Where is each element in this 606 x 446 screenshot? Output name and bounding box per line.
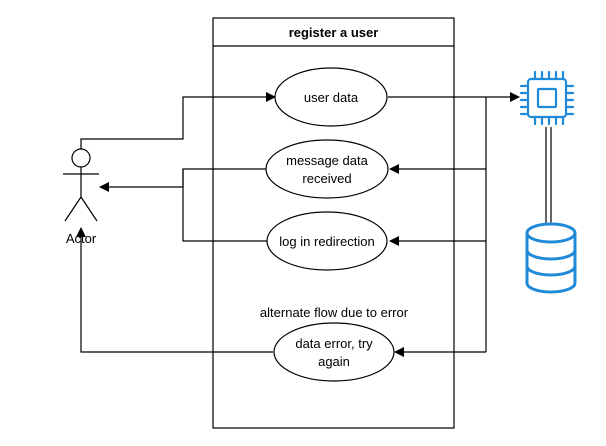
- use-case-message-label-line1: message data: [286, 153, 368, 168]
- system-title: register a user: [289, 25, 379, 40]
- use-case-message-label-line2: received: [302, 171, 351, 186]
- actor-left-leg: [64, 196, 82, 222]
- edge-login-to-actor: [182, 169, 268, 242]
- use-case-error-label-line2: again: [318, 354, 350, 369]
- use-case-login-redirection[interactable]: log in redirection: [266, 211, 388, 271]
- microchip-icon[interactable]: [519, 70, 575, 126]
- use-case-data-error[interactable]: data error, try again: [273, 322, 395, 382]
- edge-data-error-to-actor: [76, 227, 273, 353]
- use-case-error-label-line1: data error, try: [295, 336, 373, 351]
- use-case-user-data[interactable]: user data: [274, 67, 388, 127]
- use-case-login-label: log in redirection: [279, 234, 374, 249]
- actor[interactable]: Actor: [63, 148, 99, 246]
- database-icon[interactable]: [525, 222, 577, 294]
- use-case-user-data-label: user data: [304, 90, 359, 105]
- actor-right-leg: [80, 196, 98, 222]
- connectors: [76, 92, 552, 357]
- edge-actor-to-user-data: [80, 92, 276, 149]
- actor-head: [71, 148, 91, 168]
- alternate-flow-note: alternate flow due to error: [260, 305, 409, 320]
- use-case-message-data-received[interactable]: message data received: [265, 139, 389, 199]
